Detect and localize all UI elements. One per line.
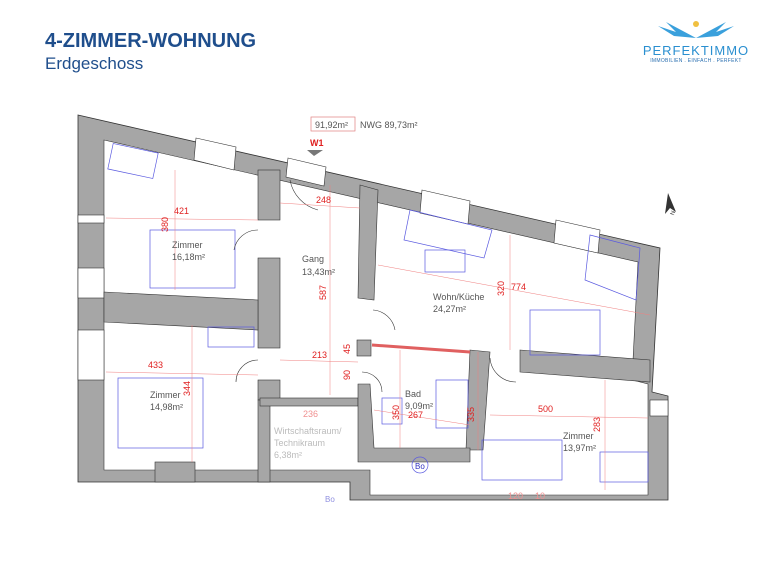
window-marker-arrow-icon <box>307 150 323 156</box>
logo-tagline: IMMOBILIEN . EINFACH . PERFEKT <box>650 58 742 64</box>
dimension-label: 10 <box>535 491 545 501</box>
dimension-label: 774 <box>511 282 526 292</box>
room-name: Wohn/Küche <box>433 292 484 302</box>
dimension-label: 236 <box>303 409 318 419</box>
room-name: Zimmer <box>150 390 181 400</box>
floor-subtitle: Erdgeschoss <box>45 54 144 73</box>
dimension-label: 350 <box>391 405 401 420</box>
dimension-label: 344 <box>182 381 192 396</box>
dimension-label: 500 <box>538 404 553 414</box>
room-name: Bad <box>405 389 421 399</box>
dimension-label: 267 <box>408 410 423 420</box>
room-name: Gang <box>302 254 324 264</box>
dimension-label: 90 <box>342 370 352 380</box>
dimension-label: 421 <box>174 206 189 216</box>
total-area-box <box>310 116 356 132</box>
dimension-label: 120 <box>508 491 523 501</box>
room-area: 16,18m² <box>172 252 205 262</box>
dimension-label: 320 <box>496 281 506 296</box>
doors <box>233 179 517 393</box>
dimension-label: 380 <box>160 217 170 232</box>
dimension-label: 283 <box>592 417 602 432</box>
room-area: 14,98m² <box>150 402 183 412</box>
room-name: Wirtschaftsraum/ <box>274 426 342 436</box>
interior-walls <box>103 169 651 483</box>
room-area: 24,27m² <box>433 304 466 314</box>
dimension-label: 45 <box>342 344 352 354</box>
windows <box>77 137 669 417</box>
room-name: Zimmer <box>172 240 203 250</box>
glass-partition <box>371 343 471 354</box>
dimension-label: 335 <box>466 407 476 422</box>
dimension-label: 213 <box>312 350 327 360</box>
dimension-label: 587 <box>318 285 328 300</box>
svg-text:N: N <box>670 210 677 216</box>
boiler-label: Bo <box>325 495 335 504</box>
winged-logo-icon <box>658 21 734 38</box>
room-area: 13,43m² <box>302 267 335 277</box>
room-area: 6,38m² <box>274 450 302 460</box>
room-name: Zimmer <box>563 431 594 441</box>
room-name-2: Technikraum <box>274 438 325 448</box>
total-area: 91,92m² <box>315 120 348 130</box>
logo-name: PERFEKTIMMO <box>642 43 750 58</box>
nwg-area: NWG 89,73m² <box>360 120 418 130</box>
page-title: 4-ZIMMER-WOHNUNG <box>45 30 257 52</box>
dimension-label: 248 <box>316 195 331 205</box>
dimension-label: 433 <box>148 360 163 370</box>
room-area: 9,09m² <box>405 401 433 411</box>
room-area: 13,97m² <box>563 443 596 453</box>
window-marker: W1 <box>310 138 324 148</box>
boiler-label: Bo <box>415 462 425 471</box>
north-arrow-icon: N <box>665 193 677 216</box>
dimension-lines <box>105 170 651 490</box>
logo: PERFEKTIMMO IMMOBILIEN . EINFACH . PERFE… <box>636 18 756 64</box>
furniture <box>107 143 649 483</box>
